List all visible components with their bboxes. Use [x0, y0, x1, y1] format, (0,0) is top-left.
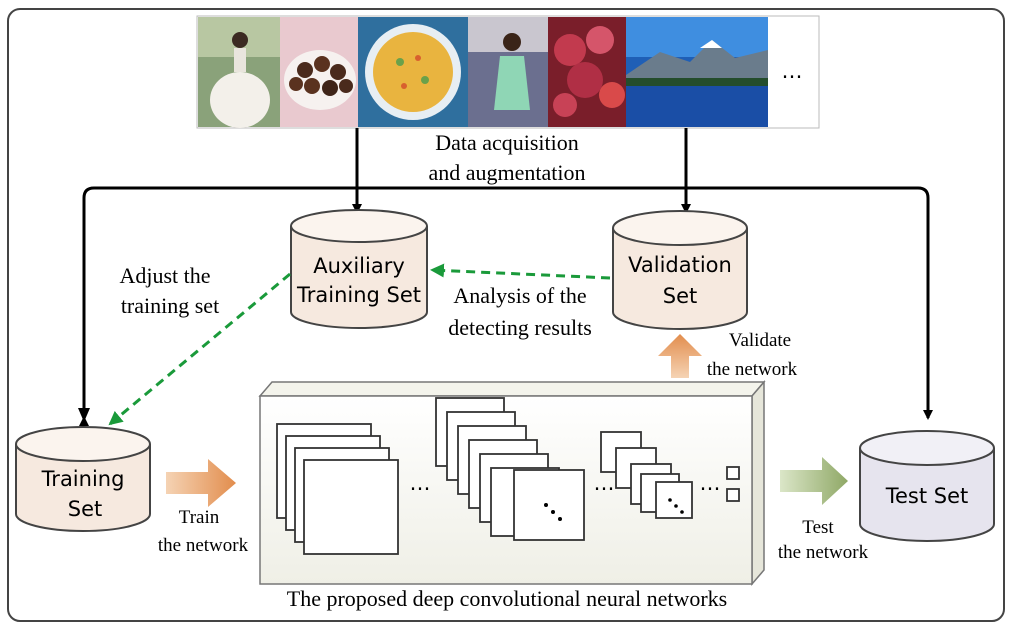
label-train-2: the network — [158, 535, 249, 556]
training-label-2: Set — [68, 497, 102, 521]
cnn-caption: The proposed deep convolutional neural n… — [287, 586, 727, 611]
auxiliary-training-set-db: Auxiliary Training Set — [290, 209, 428, 329]
label-data-acquisition-1: Data acquisition — [435, 130, 579, 155]
dashed-arrow-validation-to-auxiliary — [430, 263, 611, 280]
photo-red-flowers — [548, 17, 626, 127]
label-test-2: the network — [778, 542, 869, 563]
label-data-acquisition-2: and augmentation — [428, 160, 585, 185]
label-train-1: Train — [179, 507, 220, 528]
validation-label-2: Set — [663, 284, 697, 308]
output-node-2 — [726, 488, 740, 502]
cnn-dots-3: … — [700, 471, 721, 495]
layer3-inner-dots — [668, 498, 684, 514]
training-label-1: Training — [41, 467, 125, 491]
feature-maps-layer2 — [435, 397, 585, 541]
validation-label-1: Validation — [628, 253, 732, 277]
photo-woman-white-dress — [198, 17, 280, 128]
arrowhead-training — [78, 408, 90, 422]
auxiliary-label-2: Training Set — [296, 283, 421, 307]
training-set-db: Training Set — [15, 426, 151, 532]
photo-chocolates — [280, 17, 358, 127]
outer-frame — [7, 8, 1005, 622]
photo-woman-green-dress — [468, 17, 548, 127]
auxiliary-label-1: Auxiliary — [313, 254, 405, 278]
label-validate-1: Validate — [729, 330, 791, 351]
output-node-1 — [726, 466, 740, 480]
label-adjust-1: Adjust the — [119, 263, 210, 288]
feature-maps-layer3 — [600, 431, 693, 519]
arrow-test-network — [780, 457, 848, 505]
label-analysis-2: detecting results — [448, 315, 592, 340]
cnn-dots-2: … — [594, 471, 615, 495]
image-strip: … — [196, 15, 820, 129]
arrow-split-to-training-and-test — [79, 186, 933, 426]
validation-set-db: Validation Set — [612, 210, 748, 330]
image-ellipsis: … — [782, 59, 803, 83]
label-adjust-2: training set — [121, 293, 219, 318]
test-set-db: Test Set — [859, 430, 995, 542]
arrow-validate-network — [658, 334, 702, 378]
label-validate-2: the network — [707, 359, 798, 380]
arrow-train-network — [166, 459, 236, 507]
photo-mountain-lake — [626, 17, 768, 127]
photo-soup-bowl — [358, 17, 468, 127]
feature-maps-layer1 — [276, 423, 399, 555]
test-label-1: Test Set — [885, 484, 969, 508]
dashed-arrow-auxiliary-to-training — [108, 272, 291, 426]
layer2-inner-dots — [544, 503, 562, 521]
label-analysis-1: Analysis of the — [453, 283, 586, 308]
label-test-1: Test — [802, 517, 834, 538]
cnn-dots-1: … — [410, 471, 431, 495]
